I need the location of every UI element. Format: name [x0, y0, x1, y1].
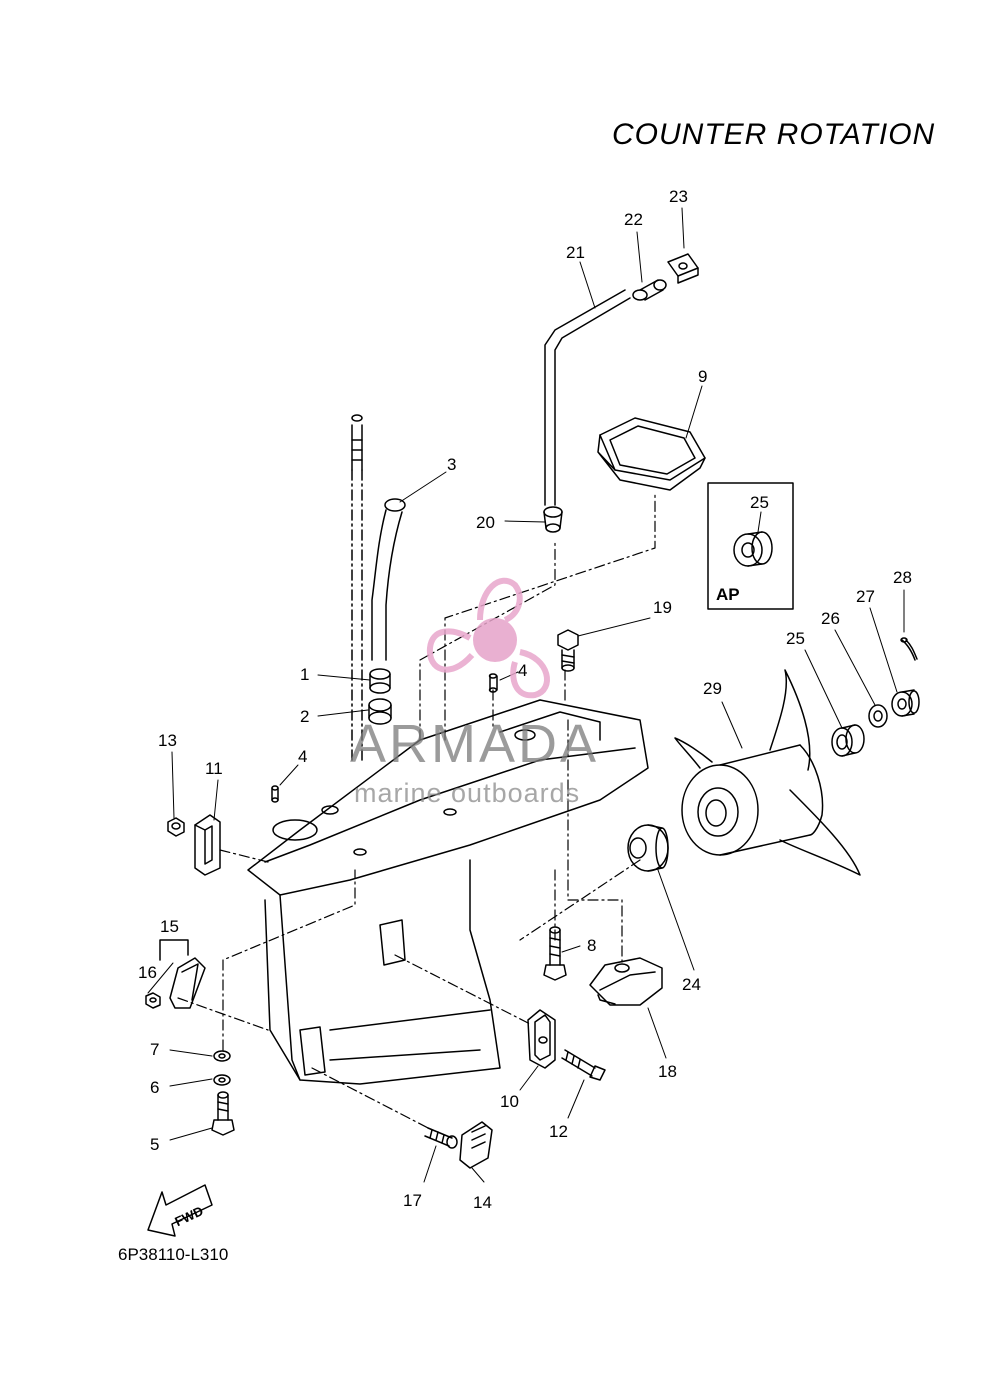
callout-13: 13 [158, 731, 177, 750]
seal-1 [369, 668, 391, 694]
callout-7: 7 [150, 1040, 159, 1059]
assembly-lines [177, 494, 656, 1131]
anode-cover [459, 1121, 493, 1169]
callout-16: 16 [138, 963, 157, 982]
diagram-code: 6P38110-L310 [118, 1245, 229, 1264]
propeller [674, 669, 861, 876]
nut [167, 817, 185, 837]
callout-21: 21 [566, 243, 585, 262]
callout-25: 25 [786, 629, 805, 648]
callout-4-right: 4 [518, 661, 527, 680]
callout-26: 26 [821, 609, 840, 628]
ap-label: AP [716, 585, 740, 604]
bushing [632, 279, 667, 301]
cotter-pin [900, 637, 918, 661]
bolt-5 [211, 1091, 235, 1136]
callout-10: 10 [500, 1092, 519, 1111]
fwd-label: FWD [172, 1203, 205, 1229]
gasket [597, 417, 706, 491]
callout-24: 24 [682, 975, 701, 994]
spacer [831, 724, 865, 757]
callout-3: 3 [447, 455, 456, 474]
callout-4-left: 4 [298, 747, 307, 766]
bolt-19 [557, 629, 579, 672]
clip [667, 253, 699, 284]
callout-5: 5 [150, 1135, 159, 1154]
leader-lines [147, 207, 905, 1183]
callout-20: 20 [476, 513, 495, 532]
callout-8: 8 [587, 936, 596, 955]
drive-shaft [351, 414, 363, 761]
thrust-seal [627, 824, 669, 872]
callout-17: 17 [403, 1191, 422, 1210]
callout-11: 11 [205, 759, 223, 778]
anode [527, 1009, 556, 1069]
callout-9: 9 [698, 367, 707, 386]
callouts: 23 22 21 9 3 20 25 28 27 26 25 19 1 4 2 … [138, 187, 912, 1229]
washer [213, 1050, 231, 1062]
seal-2 [368, 698, 392, 725]
shift-rod-boot [543, 506, 563, 533]
callout-29: 29 [703, 679, 722, 698]
callout-12: 12 [549, 1122, 568, 1141]
callout-25-ap: 25 [750, 493, 769, 512]
bolt-8 [543, 926, 567, 981]
callout-6: 6 [150, 1078, 159, 1097]
callout-18: 18 [658, 1062, 677, 1081]
cover-nut [145, 992, 161, 1009]
water-tube [371, 498, 406, 661]
watermark-brand: ARMADA [350, 714, 600, 774]
callout-19: 19 [653, 598, 672, 617]
propeller-nut [891, 689, 920, 717]
diagram-title: COUNTER ROTATION [612, 118, 936, 151]
fwd-arrow [147, 1184, 213, 1237]
bolt-17 [424, 1127, 458, 1149]
bolt-12 [561, 1049, 606, 1081]
shift-rod [544, 289, 631, 506]
dowel-pin-left [271, 785, 279, 803]
watermark-tagline: marine outboards [354, 778, 581, 808]
anode-holder [194, 814, 221, 876]
thrust-washer [868, 704, 888, 728]
callout-2: 2 [300, 707, 309, 726]
callout-27: 27 [856, 587, 875, 606]
watermark-logo [426, 577, 550, 699]
ap-inset [707, 482, 794, 610]
callout-15: 15 [160, 917, 179, 936]
lower-unit-housing [247, 699, 649, 1085]
callout-28: 28 [893, 568, 912, 587]
callout-22: 22 [624, 210, 643, 229]
dowel-pin-right [488, 673, 498, 693]
callout-1: 1 [300, 665, 309, 684]
cover [159, 939, 206, 1009]
lock-washer [213, 1074, 231, 1086]
callout-23: 23 [669, 187, 688, 206]
callout-14: 14 [473, 1193, 492, 1212]
trim-tab [589, 957, 663, 1006]
